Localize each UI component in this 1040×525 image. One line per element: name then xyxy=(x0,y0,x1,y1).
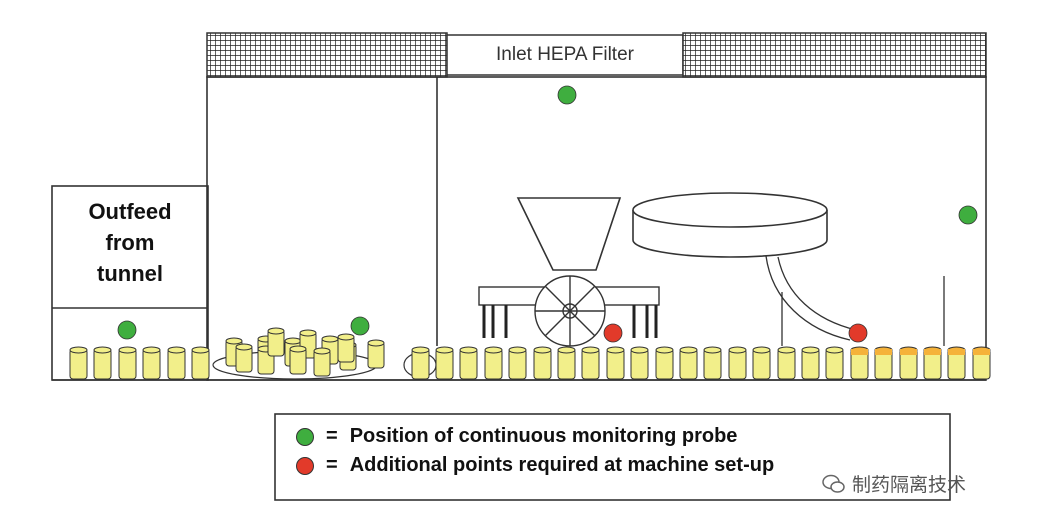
filled-vial xyxy=(947,346,966,380)
red-dot-icon xyxy=(296,456,314,475)
vial xyxy=(142,346,161,380)
vial xyxy=(167,346,186,380)
vial xyxy=(655,346,674,380)
star-wheel xyxy=(534,275,606,347)
outfeed-label-line-2: from xyxy=(105,230,155,255)
legend-equals: = xyxy=(326,454,338,476)
table-legs xyxy=(482,305,658,338)
vial xyxy=(752,346,771,380)
vial xyxy=(235,343,253,373)
watermark: 制药隔离技术 xyxy=(822,470,966,497)
vial xyxy=(337,333,355,363)
filled-vial xyxy=(874,346,893,380)
legend-text-continuous-probe: Position of continuous monitoring probe xyxy=(349,425,738,447)
filled-vial xyxy=(923,346,942,380)
vial xyxy=(118,346,137,380)
stopper-chute xyxy=(765,255,857,341)
vial xyxy=(630,346,649,380)
legend-text-setup-points: Additional points required at machine se… xyxy=(349,454,775,476)
vial xyxy=(191,346,210,380)
hepa-filter-left xyxy=(206,32,448,78)
stopper-bowl-top xyxy=(632,192,828,228)
legend-equals: = xyxy=(326,425,338,447)
vial xyxy=(435,346,454,380)
legend-item-setup-points: = Additional points required at machine … xyxy=(296,454,774,477)
continuous-probe-point xyxy=(557,85,577,105)
outfeed-tunnel-box xyxy=(51,185,209,381)
wechat-icon xyxy=(822,474,845,493)
vial xyxy=(93,346,112,380)
legend-item-continuous-probe: = Position of continuous monitoring prob… xyxy=(296,425,737,448)
outfeed-label-line-3: tunnel xyxy=(97,261,163,286)
vial xyxy=(801,346,820,380)
vial xyxy=(484,346,503,380)
vial xyxy=(728,346,747,380)
vial xyxy=(508,346,527,380)
filled-vial xyxy=(972,346,991,380)
vial xyxy=(606,346,625,380)
green-dot-icon xyxy=(296,427,314,446)
outfeed-label: Outfeed from tunnel xyxy=(52,196,208,289)
continuous-probe-point xyxy=(350,316,370,336)
vial xyxy=(679,346,698,380)
vials xyxy=(69,327,991,380)
filled-vial xyxy=(899,346,918,380)
setup-probe-point xyxy=(848,323,868,343)
vial xyxy=(581,346,600,380)
vial xyxy=(69,346,88,380)
continuous-probe-point xyxy=(958,205,978,225)
hopper xyxy=(516,197,622,271)
probe-points xyxy=(117,85,978,343)
vial xyxy=(289,345,307,375)
vial xyxy=(313,347,331,377)
hepa-filter-label-box xyxy=(446,34,684,76)
hepa-filter-right xyxy=(682,32,987,78)
vial xyxy=(411,346,430,380)
vial xyxy=(267,327,285,357)
vial xyxy=(825,346,844,380)
vial xyxy=(703,346,722,380)
filled-vial xyxy=(850,346,869,380)
hepa-filter-label: Inlet HEPA Filter xyxy=(496,44,634,65)
vial xyxy=(459,346,478,380)
setup-probe-point xyxy=(603,323,623,343)
continuous-probe-point xyxy=(117,320,137,340)
outfeed-label-line-1: Outfeed xyxy=(88,199,172,224)
watermark-text: 制药隔离技术 xyxy=(852,475,967,496)
vial xyxy=(557,346,576,380)
vial xyxy=(533,346,552,380)
vial xyxy=(777,346,796,380)
vial xyxy=(367,339,385,369)
